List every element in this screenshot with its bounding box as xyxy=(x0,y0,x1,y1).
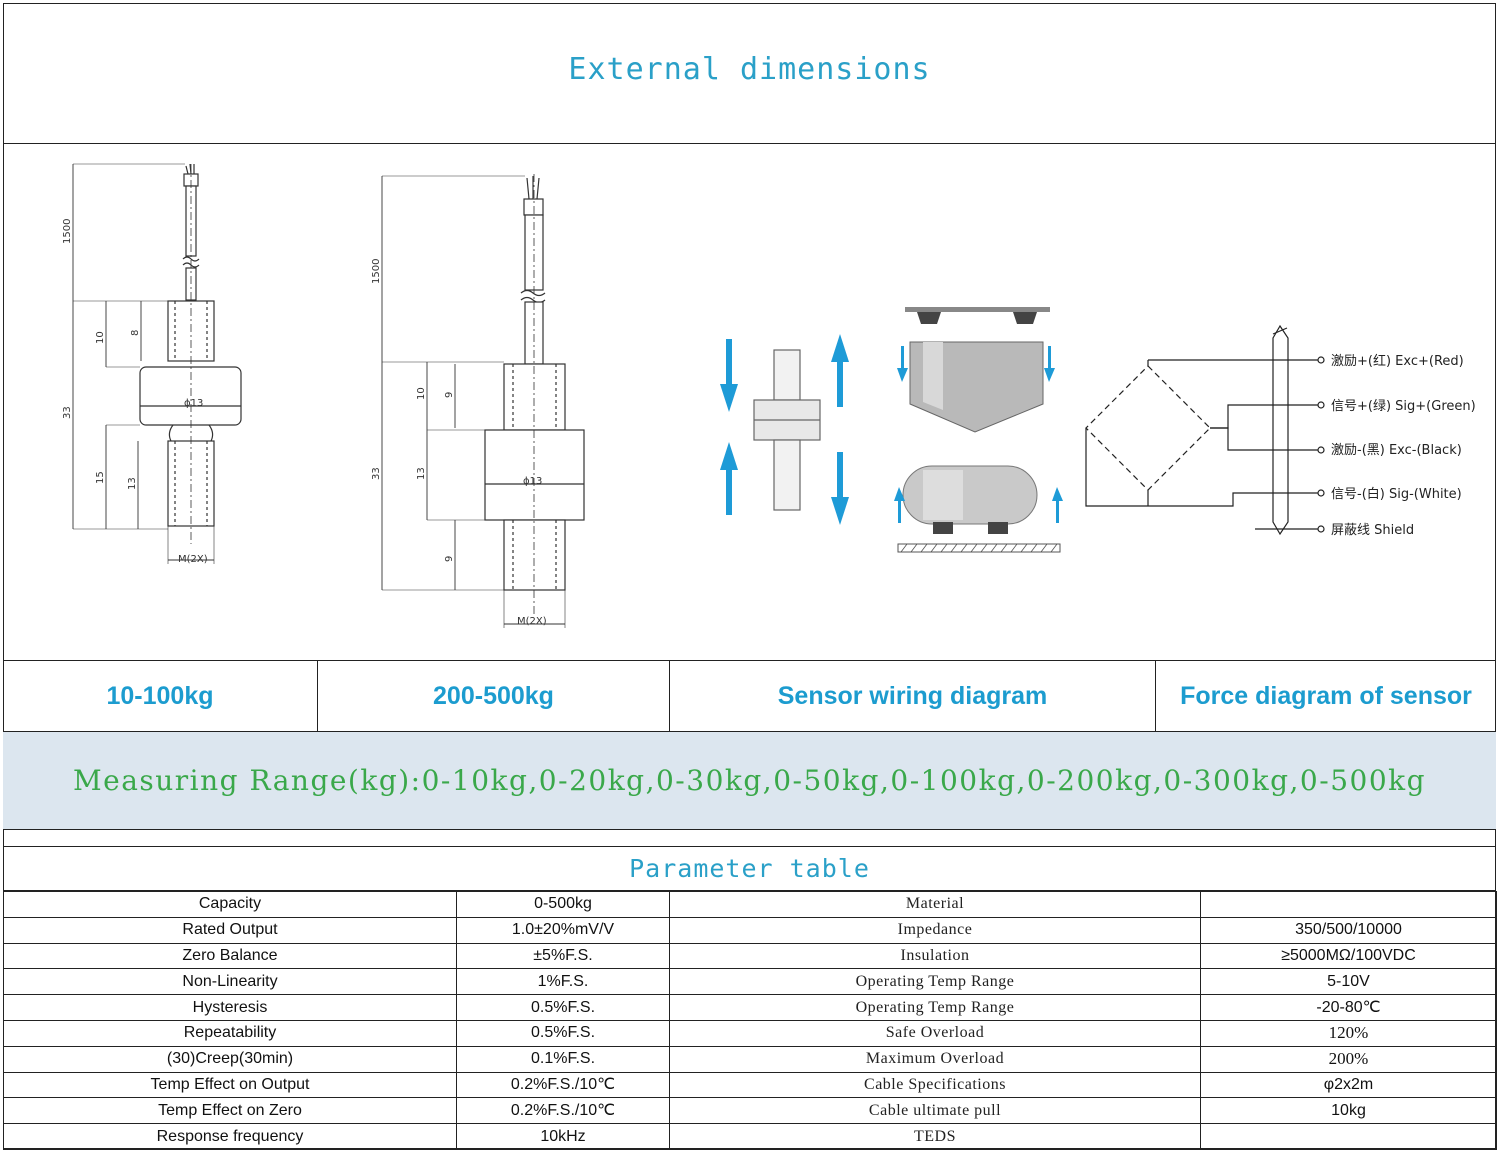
up-arrow-icon xyxy=(831,334,849,407)
wiring-terminals xyxy=(1317,356,1325,533)
spec-value: 120% xyxy=(1200,1019,1497,1047)
spec-value: 10kg xyxy=(1200,1097,1497,1125)
measuring-range-text: Measuring Range(kg):0-10kg,0-20kg,0-30kg… xyxy=(72,764,1427,797)
param-value: 0.2%F.S./10℃ xyxy=(456,1071,670,1099)
small-cable-length-label: 1500 xyxy=(62,219,73,244)
parameter-table-title: Parameter table xyxy=(629,854,870,883)
param-name: Capacity xyxy=(3,891,457,918)
param-value: 0.5%F.S. xyxy=(456,1019,670,1047)
small-diameter-label: ϕ13 xyxy=(184,398,203,409)
wiring-diagram xyxy=(1085,324,1318,536)
force-diagram xyxy=(720,307,1063,553)
sensor-side-view xyxy=(753,349,821,511)
parameter-table-header: Parameter table xyxy=(3,846,1496,891)
spec-value: ≥5000MΩ/100VDC xyxy=(1200,942,1497,970)
spec-value: 5-10V xyxy=(1200,968,1497,996)
tank-illustration xyxy=(897,465,1061,553)
small-sensor-drawing xyxy=(72,163,242,564)
spec-name: Safe Overload xyxy=(669,1019,1201,1047)
param-value: 0.1%F.S. xyxy=(456,1045,670,1073)
large-bottom-thread-label: 9 xyxy=(444,556,455,562)
large-top-body-label: 10 xyxy=(416,387,427,400)
measuring-range-band: Measuring Range(kg):0-10kg,0-20kg,0-30kg… xyxy=(3,732,1496,830)
param-name: Hysteresis xyxy=(3,994,457,1021)
page-title: External dimensions xyxy=(568,51,931,87)
spec-value: 200% xyxy=(1200,1045,1497,1073)
param-name: Temp Effect on Output xyxy=(3,1071,457,1099)
spec-value: φ2x2m xyxy=(1200,1071,1497,1099)
param-value: 0.5%F.S. xyxy=(456,994,670,1021)
spec-name: Material xyxy=(669,891,1201,918)
small-overall-label: 33 xyxy=(62,406,73,419)
param-value: 0-500kg xyxy=(456,891,670,918)
spec-value xyxy=(1200,891,1497,918)
caption-row: 10-100kg 200-500kg Sensor wiring diagram… xyxy=(3,660,1496,732)
large-diameter-label: ϕ13 xyxy=(523,476,542,487)
small-bottom-thread-label: 13 xyxy=(127,477,138,490)
param-name: Response frequency xyxy=(3,1123,457,1150)
spec-name: Cable ultimate pull xyxy=(669,1097,1201,1125)
hopper-illustration xyxy=(905,307,1050,433)
wire-label-exc-minus: 激励-(黑) Exc-(Black) xyxy=(1331,443,1462,458)
title-band: External dimensions xyxy=(3,3,1496,144)
down-arrow-icon xyxy=(720,339,738,412)
wire-label-sig-plus: 信号+(绿) Sig+(Green) xyxy=(1331,399,1476,414)
small-arrow-icon xyxy=(897,346,1055,382)
spec-value xyxy=(1200,1123,1497,1150)
caption-force-diagram: Force diagram of sensor xyxy=(1180,681,1472,710)
param-name: Repeatability xyxy=(3,1019,457,1047)
table-row: Zero Balance±5%F.S.Insulation≥5000MΩ/100… xyxy=(3,942,1497,970)
spec-name: Impedance xyxy=(669,916,1201,944)
large-middle-label: 13 xyxy=(416,467,427,480)
down-arrow-icon xyxy=(831,452,849,525)
spec-name: Maximum Overload xyxy=(669,1045,1201,1073)
wire-label-sig-minus: 信号-(白) Sig-(White) xyxy=(1331,486,1462,502)
large-overall-label: 33 xyxy=(371,467,382,480)
param-value: 1%F.S. xyxy=(456,968,670,996)
large-cable-length-label: 1500 xyxy=(371,259,382,284)
large-thread-label: M(2X) xyxy=(517,616,547,627)
small-bottom-body-label: 15 xyxy=(95,471,106,484)
wire-label-exc-plus: 激励+(红) Exc+(Red) xyxy=(1331,353,1464,369)
small-top-body-label: 10 xyxy=(95,331,106,344)
spec-name: Cable Specifications xyxy=(669,1071,1201,1099)
caption-wiring-diagram: Sensor wiring diagram xyxy=(670,661,1156,731)
up-arrow-icon xyxy=(720,442,738,515)
spec-name: Operating Temp Range xyxy=(669,994,1201,1021)
param-name: Temp Effect on Zero xyxy=(3,1097,457,1125)
param-value: 1.0±20%mV/V xyxy=(456,916,670,944)
param-name: Non-Linearity xyxy=(3,968,457,996)
wire-label-shield: 屏蔽线 Shield xyxy=(1331,523,1414,538)
small-arrow-icon xyxy=(894,487,1063,523)
spec-value: 350/500/10000 xyxy=(1200,916,1497,944)
table-row: (30)Creep(30min)0.1%F.S.Maximum Overload… xyxy=(3,1045,1497,1073)
spec-name: TEDS xyxy=(669,1123,1201,1150)
small-thread-label: M(2X) xyxy=(178,554,208,565)
drawings-svg: 1500 33 10 8 15 13 ϕ13 M(2X) xyxy=(62,163,1476,628)
param-value: 0.2%F.S./10℃ xyxy=(456,1097,670,1125)
param-value: ±5%F.S. xyxy=(456,942,670,970)
large-sensor-drawing xyxy=(381,174,585,628)
large-top-thread-label: 9 xyxy=(444,392,455,398)
spec-value: -20-80℃ xyxy=(1200,994,1497,1021)
drawings-area: 1500 33 10 8 15 13 ϕ13 M(2X) xyxy=(3,144,1496,660)
param-name: Zero Balance xyxy=(3,942,457,970)
spec-name: Operating Temp Range xyxy=(669,968,1201,996)
param-value: 10kHz xyxy=(456,1123,670,1150)
spec-name: Insulation xyxy=(669,942,1201,970)
param-name: (30)Creep(30min) xyxy=(3,1045,457,1073)
param-name: Rated Output xyxy=(3,916,457,944)
caption-200-500kg: 200-500kg xyxy=(318,661,670,731)
small-top-thread-label: 8 xyxy=(130,330,141,336)
caption-10-100kg: 10-100kg xyxy=(3,661,318,731)
